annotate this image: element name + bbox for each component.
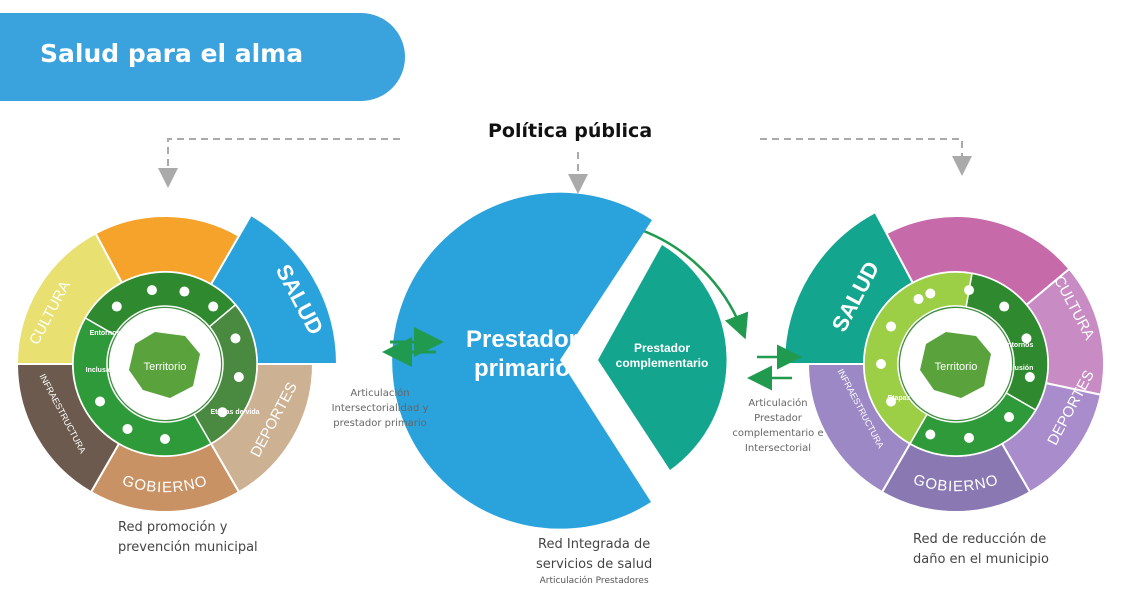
activity-icon bbox=[999, 301, 1010, 312]
educacion-label: EDUCACIÓN bbox=[903, 191, 1008, 217]
activity-icon bbox=[913, 294, 924, 305]
right-caption: Red de reducción de daño en el municipio bbox=[913, 530, 1049, 570]
entornos-label: Entornos bbox=[1003, 342, 1034, 349]
complementary-line2: complementario bbox=[616, 356, 709, 370]
banner-title: Salud para el alma bbox=[40, 39, 304, 68]
activity-icon bbox=[217, 407, 228, 418]
center-network: Prestador primario Prestador complementa… bbox=[392, 192, 749, 529]
activity-icon bbox=[1004, 412, 1015, 423]
inclusion-segment bbox=[72, 316, 213, 457]
activity-icon bbox=[964, 285, 975, 296]
activity-icon bbox=[886, 321, 897, 332]
right-link-text: Articulación Prestador complementario e … bbox=[728, 396, 828, 456]
title-banner: Salud para el alma bbox=[0, 13, 405, 101]
left-link-text: Articulación Intersectorialidad y presta… bbox=[326, 386, 434, 431]
left-caption-line2: prevención municipal bbox=[118, 540, 258, 555]
center-subcaption: Articulación Prestadores bbox=[539, 576, 649, 586]
complementary-line1: Prestador bbox=[634, 341, 690, 355]
right-caption-line2: daño en el municipio bbox=[913, 552, 1049, 567]
center-caption-line2: servicios de salud bbox=[536, 557, 653, 572]
primary-provider-shape bbox=[392, 192, 652, 529]
activity-icon bbox=[925, 288, 936, 299]
inclusion-label: Inclusión bbox=[86, 367, 117, 374]
activity-icon bbox=[886, 396, 897, 407]
etapas-label: Etapas de vida bbox=[887, 395, 936, 402]
territory-label: Territorio bbox=[144, 361, 187, 373]
primary-line1: Prestador bbox=[466, 326, 578, 353]
entornos-label: Entornos bbox=[90, 330, 121, 337]
etapas-label: Etapas de vida bbox=[210, 409, 259, 416]
left-caption: Red promoción y prevención municipal bbox=[118, 518, 258, 558]
policy-title: Política pública bbox=[488, 120, 653, 142]
right-link-line3: complementario e bbox=[732, 428, 824, 439]
territory-map-icon bbox=[920, 332, 991, 398]
territory-label: Territorio bbox=[935, 361, 978, 373]
territory-map-icon bbox=[129, 332, 200, 398]
left-wheel: TerritorioEDUCACIÓNSALUDDEPORTESGOBIERNO… bbox=[15, 191, 339, 513]
activity-icon bbox=[876, 359, 886, 369]
activity-icon bbox=[925, 429, 936, 440]
activity-icon bbox=[208, 301, 219, 312]
right-caption-line1: Red de reducción de bbox=[913, 532, 1047, 547]
right-link-line4: Intersectorial bbox=[744, 443, 812, 454]
activity-icon bbox=[160, 434, 170, 444]
activity-icon bbox=[122, 423, 133, 434]
activity-icon bbox=[111, 301, 122, 312]
left-link-line2: Intersectorialidad y bbox=[331, 403, 429, 414]
etapas-segment bbox=[192, 303, 258, 445]
activity-icon bbox=[230, 333, 241, 344]
left-link-line1: Articulación bbox=[350, 388, 410, 399]
inclusion-label: Inclusión bbox=[1003, 365, 1034, 372]
activity-icon bbox=[146, 285, 157, 296]
right-link-line2: Prestador bbox=[754, 413, 802, 424]
activity-icon bbox=[95, 396, 106, 407]
primary-line2: primario bbox=[474, 355, 570, 382]
educacion-label: EDUCACIÓN bbox=[112, 191, 217, 217]
center-caption: Red Integrada de servicios de salud Arti… bbox=[536, 535, 652, 588]
left-caption-line1: Red promoción y bbox=[118, 520, 228, 535]
left-link-line3: prestador primario bbox=[333, 418, 427, 429]
link-arrows bbox=[382, 327, 802, 391]
activity-icon bbox=[179, 286, 190, 297]
right-wheel: TerritorioSALUDEDUCACIÓNCULTURADEPORTESG… bbox=[782, 191, 1105, 513]
activity-icon bbox=[233, 372, 244, 383]
activity-icon bbox=[964, 432, 975, 443]
activity-icon bbox=[1024, 372, 1035, 383]
policy-dashed-arrows bbox=[158, 138, 972, 194]
complementary-provider-shape bbox=[598, 245, 727, 470]
right-link-line1: Articulación bbox=[748, 398, 808, 409]
center-caption-line1: Red Integrada de bbox=[538, 537, 651, 552]
entornos-segment bbox=[84, 271, 237, 337]
activity-icon bbox=[1021, 333, 1032, 344]
